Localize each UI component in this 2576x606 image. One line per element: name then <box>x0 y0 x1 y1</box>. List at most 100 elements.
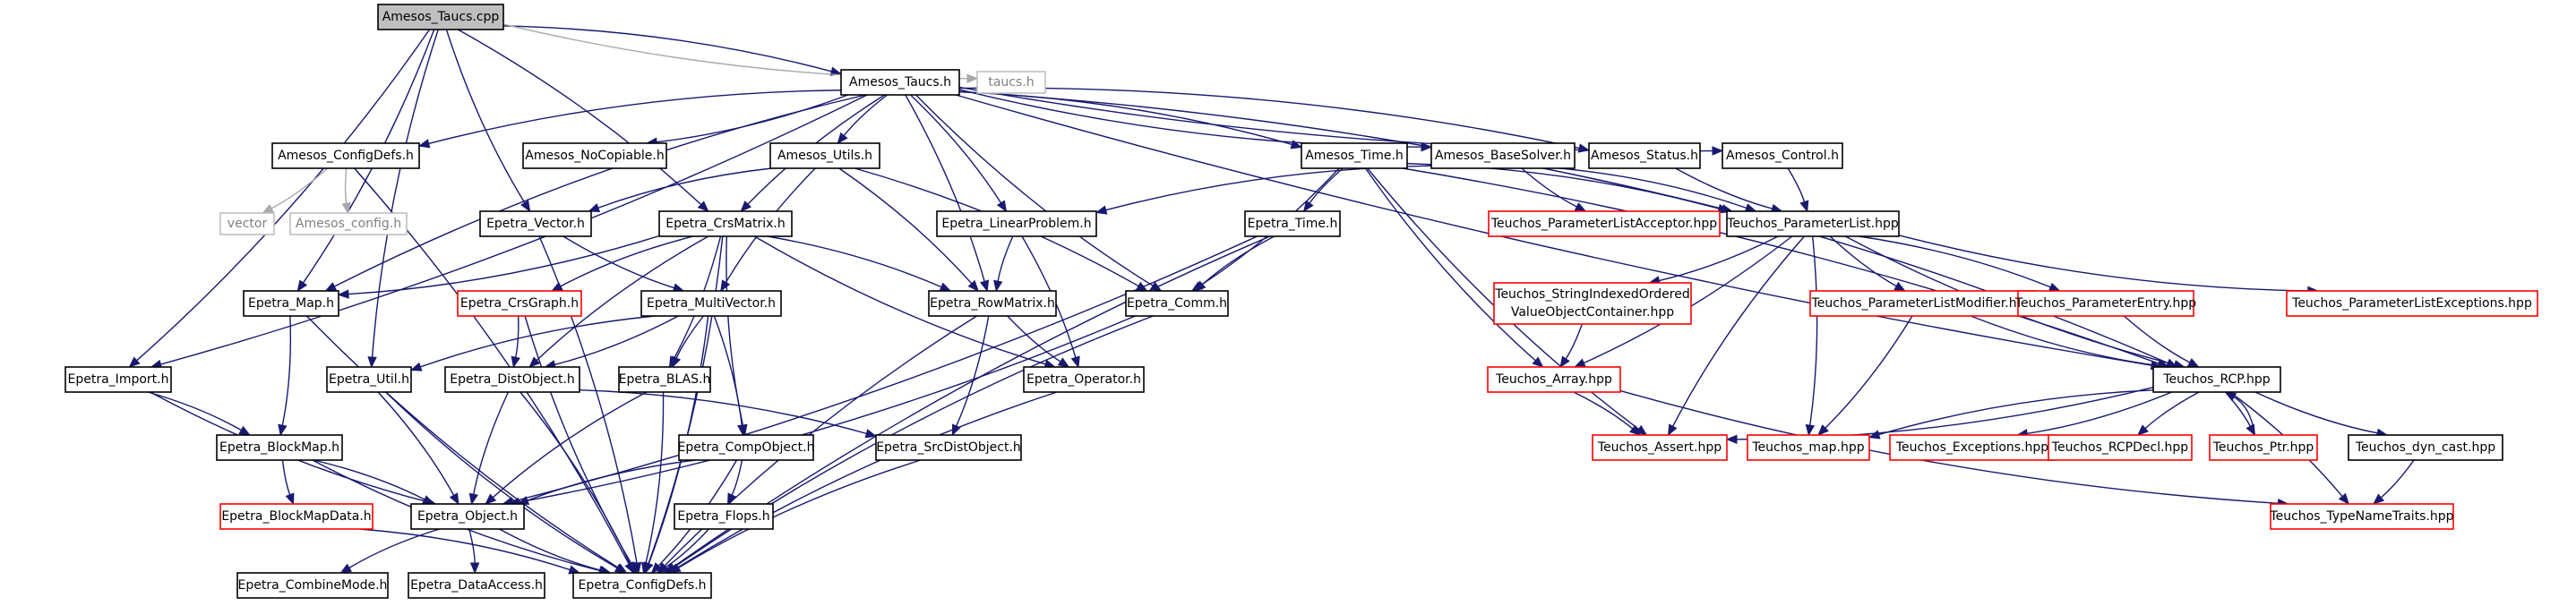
node-amesos-basesolver-h[interactable]: Amesos_BaseSolver.h <box>1430 142 1576 169</box>
edge-line <box>359 528 571 571</box>
edge-amesos_taucs_h-to-epetra_rowmatrix_h <box>905 94 990 293</box>
node-label: taucs.h <box>988 75 1034 90</box>
node-epetra-multivector-h[interactable]: Epetra_MultiVector.h <box>640 290 782 317</box>
node-epetra-operator-h[interactable]: Epetra_Operator.h <box>1023 366 1145 393</box>
node-teuchos-map-hpp[interactable]: Teuchos_map.hpp <box>1747 434 1870 461</box>
node-amesos-status-h[interactable]: Amesos_Status.h <box>1588 142 1701 169</box>
node-teuchos-array-hpp[interactable]: Teuchos_Array.hpp <box>1487 366 1621 393</box>
node-epetra-time-h[interactable]: Epetra_Time.h <box>1244 210 1341 237</box>
edge-epetra_distobject_h-to-epetra_srcdistobject_h <box>579 389 878 439</box>
edge-line <box>1619 389 2279 505</box>
edge-teuchos_rcp_hpp-to-teuchos_rcpdecl_hpp <box>2136 391 2200 436</box>
node-epetra-blockmap-h[interactable]: Epetra_BlockMap.h <box>216 434 343 461</box>
edge-line <box>1970 315 2160 367</box>
node-teuchos-dyn-cast-hpp[interactable]: Teuchos_dyn_cast.hpp <box>2348 434 2503 461</box>
node-amesos-taucs-cpp[interactable]: Amesos_Taucs.cpp <box>377 4 504 30</box>
arrowhead-icon <box>625 561 635 575</box>
node-box <box>840 69 960 96</box>
arrowhead-icon <box>726 492 737 506</box>
node-label: Amesos_config.h <box>296 217 401 231</box>
node-epetra-util-h[interactable]: Epetra_Util.h <box>326 366 412 393</box>
edge-line <box>344 167 348 204</box>
node-teuchos-parameterlistmodifier-hpp[interactable]: Teuchos_ParameterListModifier.hpp <box>1809 290 2035 317</box>
node-label: Amesos_Utils.h <box>777 149 872 163</box>
node-box <box>2348 434 2503 461</box>
node-label: Epetra_RowMatrix.h <box>930 296 1055 311</box>
node-epetra-vector-h[interactable]: Epetra_Vector.h <box>479 210 592 237</box>
edge-epetra_blockmap_h-to-epetra_object_h <box>313 459 434 505</box>
node-amesos-nocopiable-h[interactable]: Amesos_NoCopiable.h <box>522 142 667 169</box>
node-epetra-combinemode-h[interactable]: Epetra_CombineMode.h <box>236 572 389 599</box>
edge-line <box>1809 235 1818 426</box>
node-label: Epetra_Time.h <box>1248 217 1338 231</box>
edge-epetra_multivector_h-to-epetra_compobject_h <box>713 315 747 437</box>
node-teuchos-parameterlistexceptions-hpp[interactable]: Teuchos_ParameterListExceptions.hpp <box>2286 290 2538 317</box>
edge-line <box>731 459 743 496</box>
edge-epetra_crsmatrix_h-to-epetra_crsgraph_h <box>551 235 693 292</box>
node-amesos-control-h[interactable]: Amesos_Control.h <box>1722 142 1843 169</box>
node-box <box>976 71 1046 94</box>
node-teuchos-parameterlist-hpp[interactable]: Teuchos_ParameterList.hpp <box>1726 210 1900 237</box>
node-epetra-dataaccess-h[interactable]: Epetra_DataAccess.h <box>408 572 545 599</box>
node-teuchos-parameterlistacceptor-hpp[interactable]: Teuchos_ParameterListAcceptor.hpp <box>1488 210 1721 237</box>
edge-teuchos_parameterlist_hpp-to-teuchos_map_hpp <box>1805 235 1818 437</box>
node-epetra-blockmapdata-h[interactable]: Epetra_BlockMapData.h <box>219 503 374 530</box>
arrowhead-icon <box>2136 424 2149 436</box>
edge-epetra_util_h-to-epetra_object_h <box>377 391 459 506</box>
node-epetra-rowmatrix-h[interactable]: Epetra_RowMatrix.h <box>928 290 1057 317</box>
edge-line <box>956 315 990 427</box>
edge-line <box>420 315 656 368</box>
edge-line <box>2144 391 2200 430</box>
node-amesos-utils-h[interactable]: Amesos_Utils.h <box>769 142 880 169</box>
node-amesos-taucs-h[interactable]: Amesos_Taucs.h <box>840 69 960 96</box>
node-teuchos-stringindexedordered[interactable]: Teuchos_StringIndexedOrderedValueObjectC… <box>1493 282 1692 325</box>
edge-line <box>2254 391 2378 434</box>
node-box <box>1726 210 1900 237</box>
arrowhead-icon <box>1725 434 1738 445</box>
node-teuchos-parameterentry-hpp[interactable]: Teuchos_ParameterEntry.hpp <box>2014 290 2196 317</box>
edge-line <box>915 94 1154 286</box>
arrowhead-icon <box>128 356 141 368</box>
node-epetra-srcdistobject-h[interactable]: Epetra_SrcDistObject.h <box>875 434 1022 461</box>
node-epetra-compobject-h[interactable]: Epetra_CompObject.h <box>678 434 815 461</box>
node-teuchos-typenametraits-hpp[interactable]: Teuchos_TypeNameTraits.hpp <box>2269 503 2454 530</box>
arrowhead-icon <box>1302 200 1314 213</box>
node-box <box>1487 366 1621 393</box>
edge-teuchos_dyn_cast_hpp-to-teuchos_typenametraits_hpp <box>2372 459 2415 505</box>
node-epetra-comm-h[interactable]: Epetra_Comm.h <box>1125 290 1229 317</box>
node-teuchos-rcpdecl-hpp[interactable]: Teuchos_RCPDecl.hpp <box>2048 434 2193 461</box>
node-label: Teuchos_map.hpp <box>1751 440 1864 455</box>
node-teuchos-rcp-hpp[interactable]: Teuchos_RCP.hpp <box>2152 366 2281 393</box>
edge-line <box>281 315 292 426</box>
node-amesos-time-h[interactable]: Amesos_Time.h <box>1301 142 1408 169</box>
node-epetra-linearproblem-h[interactable]: Epetra_LinearProblem.h <box>936 210 1097 237</box>
node-epetra-flops-h[interactable]: Epetra_Flops.h <box>674 503 774 530</box>
node-label: Teuchos_ParameterListAcceptor.hpp <box>1490 217 1717 231</box>
node-epetra-map-h[interactable]: Epetra_Map.h <box>243 290 339 317</box>
arrowhead-icon <box>417 139 431 149</box>
node-epetra-configdefs-h[interactable]: Epetra_ConfigDefs.h <box>572 572 712 599</box>
edge-line <box>997 235 1014 282</box>
node-box <box>674 503 774 530</box>
node-box <box>408 572 545 599</box>
node-epetra-import-h[interactable]: Epetra_Import.h <box>64 366 172 393</box>
node-epetra-object-h[interactable]: Epetra_Object.h <box>410 503 525 530</box>
node-teuchos-ptr-hpp[interactable]: Teuchos_Ptr.hpp <box>2209 434 2318 461</box>
arrowhead-icon <box>641 561 651 575</box>
edge-line <box>767 235 942 288</box>
node-teuchos-exceptions-hpp[interactable]: Teuchos_Exceptions.hpp <box>1889 434 2056 461</box>
edge-teuchos_array_hpp-to-teuchos_assert_hpp <box>1573 391 1642 436</box>
edge-line <box>1787 167 1806 202</box>
node-amesos-configdefs-h[interactable]: Amesos_ConfigDefs.h <box>271 142 420 169</box>
edge-epetra_compobject_h-to-epetra_flops_h <box>726 459 743 506</box>
node-teuchos-assert-hpp[interactable]: Teuchos_Assert.hpp <box>1592 434 1728 461</box>
node-epetra-crsmatrix-h[interactable]: Epetra_CrsMatrix.h <box>658 210 793 237</box>
edge-epetra_object_h-to-epetra_dataaccess_h <box>468 528 480 575</box>
node-epetra-crsgraph-h[interactable]: Epetra_CrsGraph.h <box>457 290 582 317</box>
node-label: Epetra_CrsMatrix.h <box>665 217 785 231</box>
node-label: Epetra_ConfigDefs.h <box>578 578 706 593</box>
edge-line <box>313 459 425 500</box>
node-epetra-distobject-h[interactable]: Epetra_DistObject.h <box>444 366 580 393</box>
node-epetra-blas-h[interactable]: Epetra_BLAS.h <box>618 366 711 393</box>
edge-line <box>1859 235 2051 288</box>
